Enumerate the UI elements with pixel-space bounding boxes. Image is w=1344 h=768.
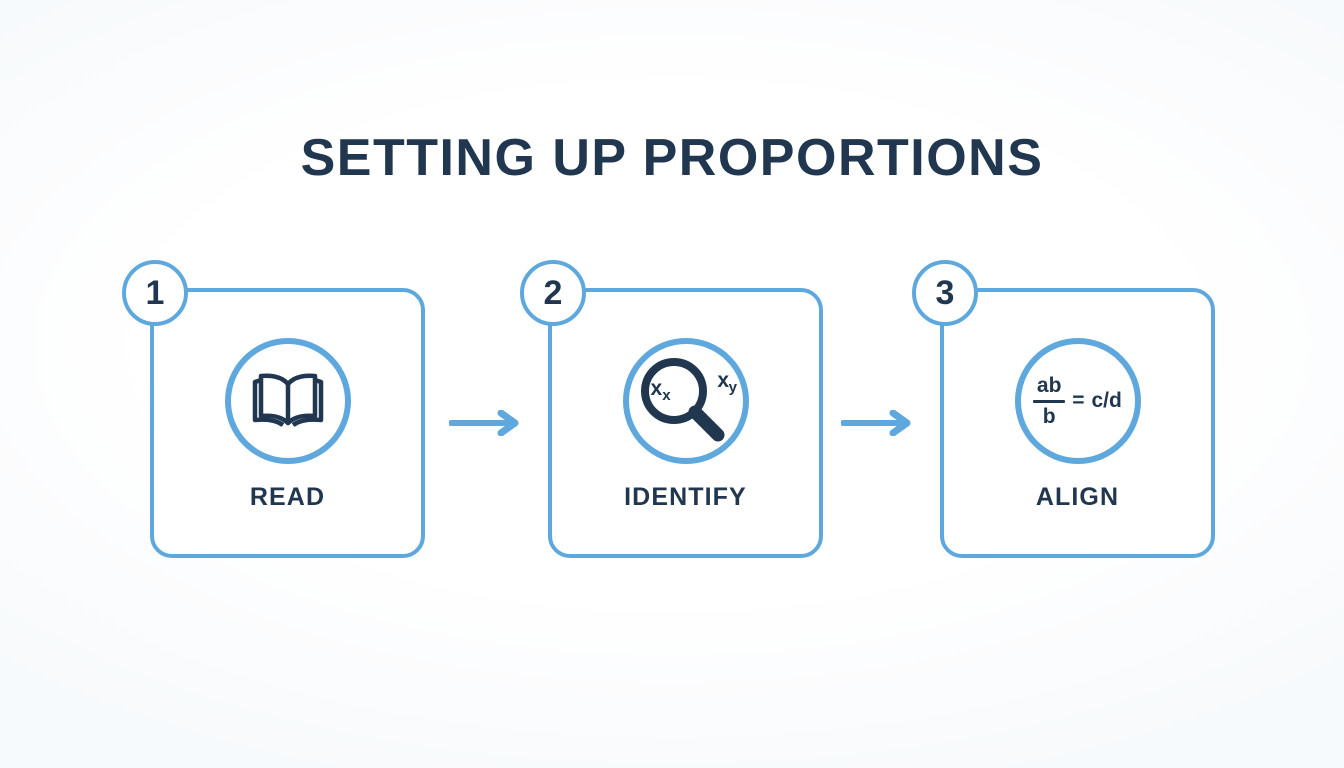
- icon-ring-3: ab b = c/d: [1014, 338, 1141, 464]
- step-label-2: IDENTIFY: [624, 483, 747, 511]
- step-card-identify[interactable]: 2 xx xy IDENTIFY: [520, 260, 823, 558]
- step-number-badge-2: 2: [520, 260, 586, 326]
- formula-right-side: c/d: [1091, 389, 1122, 412]
- icon-ring-1: [224, 338, 351, 464]
- step-card-align[interactable]: 3 ab b = c/d ALIGN: [912, 260, 1215, 558]
- fraction-bar: [1033, 399, 1066, 403]
- arrow-right-icon-2: [840, 409, 917, 437]
- process-flow: 1 READ 2: [0, 260, 1344, 578]
- fraction-denominator: b: [1042, 404, 1056, 428]
- arrow-right-icon-1: [448, 409, 525, 437]
- magnifier-outer-label: xy: [717, 369, 737, 397]
- equals-sign: =: [1072, 389, 1085, 412]
- open-book-icon: [251, 368, 325, 435]
- fraction-formula: ab b = c/d: [1033, 374, 1122, 428]
- fraction-numerator: ab: [1036, 373, 1062, 397]
- step-number-badge-3: 3: [912, 260, 978, 326]
- step-card-read[interactable]: 1 READ: [122, 260, 425, 558]
- page-title: SETTING UP PROPORTIONS: [300, 129, 1044, 187]
- fraction: ab b: [1033, 373, 1066, 428]
- step-label-3: ALIGN: [1035, 483, 1120, 511]
- step-label-1: READ: [249, 483, 326, 511]
- icon-ring-2: xx xy: [622, 338, 749, 464]
- step-number-badge-1: 1: [122, 260, 188, 326]
- magnifier-icon: xx xy: [634, 353, 738, 449]
- magnifier-inner-label: xx: [650, 377, 671, 405]
